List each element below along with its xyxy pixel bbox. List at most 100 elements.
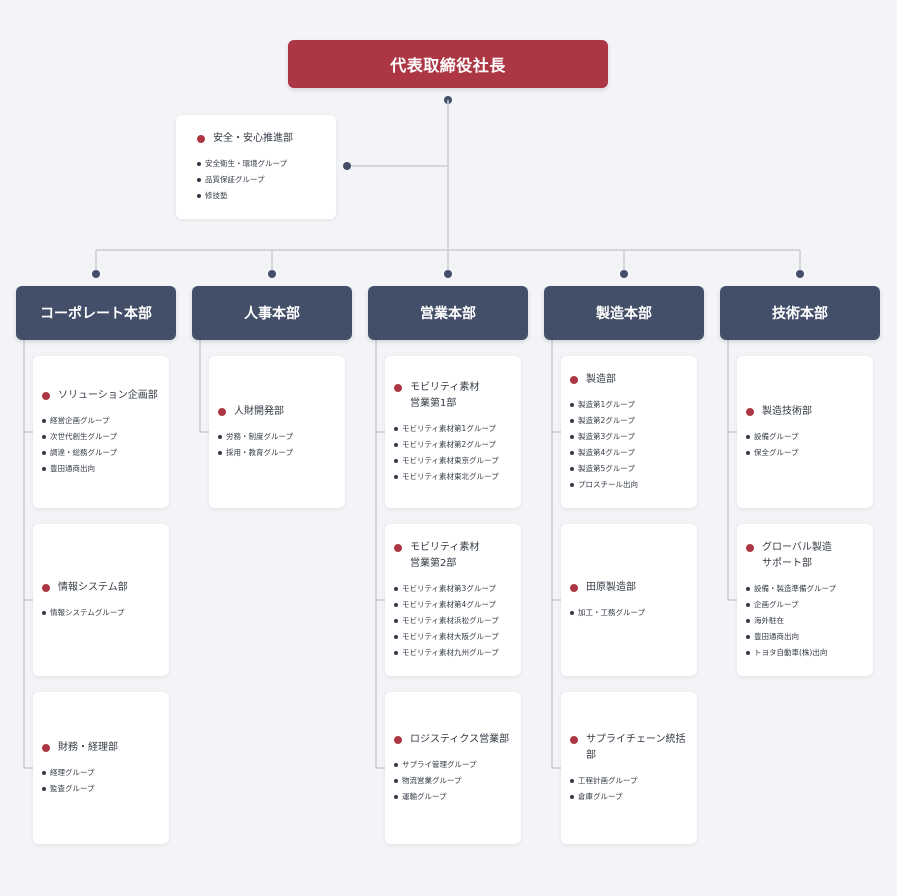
group-label: 製造第3グループ xyxy=(578,431,635,441)
department-header: 財務・経理部 xyxy=(42,740,161,756)
division-header: 製造本部 xyxy=(544,286,704,340)
bullet-icon xyxy=(746,634,750,639)
department-card: 製造部製造第1グループ製造第2グループ製造第3グループ製造第4グループ製造第5グ… xyxy=(561,356,697,508)
department-card: グローバル製造 サポート部設備・製造準備グループ企画グループ海外駐在豊田通商出向… xyxy=(737,524,873,676)
bullet-dot-icon xyxy=(218,407,226,416)
group-label: 物流営業グループ xyxy=(402,775,462,785)
group-label: 製造第2グループ xyxy=(578,415,635,425)
bullet-icon xyxy=(394,650,398,655)
group-list: 安全衛生・環境グループ品質保証グループ修技塾 xyxy=(197,156,328,204)
department-card: サプライチェーン統括部工程計画グループ倉庫グループ xyxy=(561,692,697,844)
department-header: モビリティ素材 営業第2部 xyxy=(394,540,513,572)
department-header: サプライチェーン統括部 xyxy=(570,732,689,764)
bullet-icon xyxy=(746,650,750,655)
group-label: モビリティ素材浜松グループ xyxy=(402,615,499,625)
group-list: 労務・制度グループ採用・教育グループ xyxy=(218,429,337,461)
bullet-icon xyxy=(42,770,46,775)
group-item: 設備・製造準備グループ xyxy=(746,581,865,597)
group-item: 次世代創生グループ xyxy=(42,429,161,445)
group-item: 労務・制度グループ xyxy=(218,429,337,445)
bullet-icon xyxy=(42,786,46,791)
group-list: 経理グループ監査グループ xyxy=(42,765,161,797)
bullet-icon xyxy=(570,434,574,439)
department-header: 情報システム部 xyxy=(42,580,161,596)
bullet-icon xyxy=(746,602,750,607)
department-name: サプライチェーン統括部 xyxy=(586,733,686,761)
group-label: 豊田通商出向 xyxy=(50,463,95,473)
connector-node-dot xyxy=(92,270,100,278)
group-label: モビリティ素材九州グループ xyxy=(402,647,499,657)
bullet-icon xyxy=(394,586,398,591)
group-label: 工程計画グループ xyxy=(578,775,638,785)
bullet-icon xyxy=(570,402,574,407)
division-header: 技術本部 xyxy=(720,286,880,340)
group-item: トヨタ自動車(株)出向 xyxy=(746,645,865,661)
department-name: 安全・安心推進部 xyxy=(213,132,293,144)
department-name: 人財開発部 xyxy=(234,405,284,417)
group-label: 監査グループ xyxy=(50,783,95,793)
bullet-icon xyxy=(394,442,398,447)
group-item: 経理グループ xyxy=(42,765,161,781)
group-item: 豊田通商出向 xyxy=(42,461,161,477)
group-item: 経営企画グループ xyxy=(42,413,161,429)
department-header: 製造技術部 xyxy=(746,404,865,420)
department-card: 情報システム部情報システムグループ xyxy=(33,524,169,676)
group-item: 製造第3グループ xyxy=(570,429,689,445)
bullet-icon xyxy=(42,418,46,423)
group-label: 豊田通商出向 xyxy=(754,631,799,641)
group-list: 設備グループ保全グループ xyxy=(746,429,865,461)
department-card: ソリューション企画部経営企画グループ次世代創生グループ調達・総務グループ豊田通商… xyxy=(33,356,169,508)
group-item: 修技塾 xyxy=(197,188,328,204)
division-header: 営業本部 xyxy=(368,286,528,340)
bullet-icon xyxy=(570,610,574,615)
group-label: 製造第5グループ xyxy=(578,463,635,473)
group-label: 修技塾 xyxy=(205,190,228,200)
department-name: モビリティ素材 営業第2部 xyxy=(410,541,480,569)
bullet-dot-icon xyxy=(570,583,578,592)
division-header: コーポレート本部 xyxy=(16,286,176,340)
bullet-icon xyxy=(218,434,222,439)
bullet-icon xyxy=(570,482,574,487)
department-header: 田原製造部 xyxy=(570,580,689,596)
department-card: 安全・安心推進部安全衛生・環境グループ品質保証グループ修技塾 xyxy=(176,115,336,219)
bullet-icon xyxy=(394,602,398,607)
department-name: モビリティ素材 営業第1部 xyxy=(410,381,480,409)
group-item: 製造第4グループ xyxy=(570,445,689,461)
bullet-dot-icon xyxy=(570,735,578,744)
group-label: サプライ管理グループ xyxy=(402,759,477,769)
bullet-icon xyxy=(197,161,201,166)
department-card: モビリティ素材 営業第2部モビリティ素材第3グループモビリティ素材第4グループモ… xyxy=(385,524,521,676)
bullet-icon xyxy=(218,450,222,455)
group-item: 情報システムグループ xyxy=(42,605,161,621)
group-item: モビリティ素材第2グループ xyxy=(394,437,513,453)
group-item: 工程計画グループ xyxy=(570,773,689,789)
bullet-icon xyxy=(746,450,750,455)
department-name: 製造部 xyxy=(586,373,616,385)
department-name: グローバル製造 サポート部 xyxy=(762,541,832,569)
group-item: 企画グループ xyxy=(746,597,865,613)
bullet-dot-icon xyxy=(42,583,50,592)
group-item: モビリティ素材九州グループ xyxy=(394,645,513,661)
department-card: モビリティ素材 営業第1部モビリティ素材第1グループモビリティ素材第2グループモ… xyxy=(385,356,521,508)
group-label: 製造第1グループ xyxy=(578,399,635,409)
group-item: 安全衛生・環境グループ xyxy=(197,156,328,172)
group-item: 加工・工務グループ xyxy=(570,605,689,621)
group-item: 物流営業グループ xyxy=(394,773,513,789)
department-card: 田原製造部加工・工務グループ xyxy=(561,524,697,676)
bullet-icon xyxy=(394,778,398,783)
department-header: 人財開発部 xyxy=(218,404,337,420)
group-item: 調達・総務グループ xyxy=(42,445,161,461)
department-name: 田原製造部 xyxy=(586,581,636,593)
bullet-icon xyxy=(570,450,574,455)
bullet-icon xyxy=(394,634,398,639)
group-label: 採用・教育グループ xyxy=(226,447,294,457)
group-label: モビリティ素材第4グループ xyxy=(402,599,496,609)
bullet-icon xyxy=(746,618,750,623)
group-label: 次世代創生グループ xyxy=(50,431,118,441)
group-item: モビリティ素材浜松グループ xyxy=(394,613,513,629)
group-item: モビリティ素材第1グループ xyxy=(394,421,513,437)
group-label: 設備グループ xyxy=(754,431,799,441)
department-name: 製造技術部 xyxy=(762,405,812,417)
group-item: 運輸グループ xyxy=(394,789,513,805)
